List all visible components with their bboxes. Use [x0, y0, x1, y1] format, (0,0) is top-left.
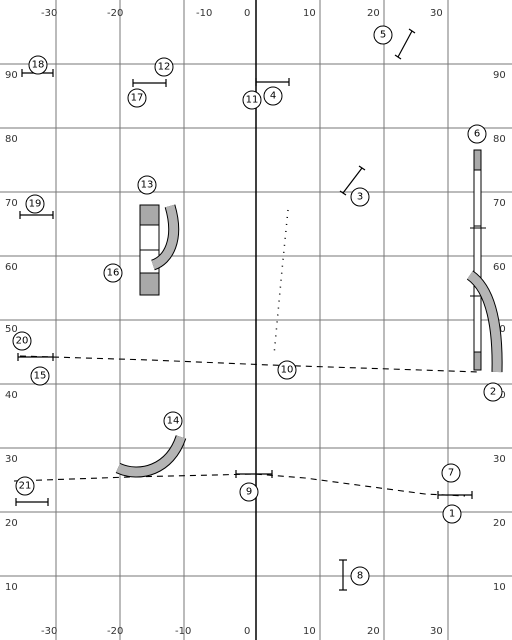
obstacle-number-18: 18: [28, 55, 48, 75]
y-tick-left: 20: [5, 518, 18, 529]
svg-text:8: 8: [357, 571, 363, 582]
y-tick-right: 20: [493, 518, 506, 529]
svg-text:7: 7: [448, 468, 454, 479]
obstacle-number-13: 13: [137, 175, 157, 195]
svg-text:9: 9: [246, 487, 252, 498]
y-axis-left-labels: 90 80 70 60 50 40 30 20 10: [5, 70, 18, 593]
x-tick-bottom: 30: [430, 626, 443, 637]
obstacle-number-11: 11: [242, 90, 262, 110]
x-tick-top: -20: [107, 8, 123, 19]
obstacle-number-6: 6: [467, 124, 487, 144]
obstacle-number-20: 20: [12, 331, 32, 351]
obstacle-number-21: 21: [15, 476, 35, 496]
svg-text:3: 3: [357, 192, 363, 203]
x-tick-top: 10: [303, 8, 316, 19]
y-tick-right: 10: [493, 582, 506, 593]
tunnel-2-fill: [467, 271, 502, 373]
x-tick-top: 30: [430, 8, 443, 19]
obstacle-number-1: 1: [442, 504, 462, 524]
obstacle-number-4: 4: [263, 86, 283, 106]
dog-path-lower: [13, 473, 466, 497]
x-tick-bottom: 20: [367, 626, 380, 637]
svg-text:16: 16: [107, 268, 120, 279]
svg-text:19: 19: [29, 199, 42, 210]
obstacle-number-14: 14: [163, 411, 183, 431]
svg-text:11: 11: [246, 95, 259, 106]
y-tick-left: 40: [5, 390, 18, 401]
obstacle-number-2: 2: [483, 382, 503, 402]
x-tick-bottom: -20: [107, 626, 123, 637]
svg-text:18: 18: [32, 60, 45, 71]
weave-poles: [139, 204, 160, 296]
svg-text:6: 6: [474, 129, 480, 140]
x-axis-bottom-labels: -30 -20 -10 0 10 20 30: [41, 626, 443, 637]
dog-path-dotted: [273, 209, 289, 356]
x-tick-bottom: -30: [41, 626, 57, 637]
obstacle-number-10: 10: [277, 360, 297, 380]
svg-text:2: 2: [490, 387, 496, 398]
svg-text:5: 5: [380, 30, 386, 41]
y-tick-right: 70: [493, 198, 506, 209]
svg-text:14: 14: [167, 416, 180, 427]
svg-text:4: 4: [270, 91, 276, 102]
a-frame: [470, 149, 486, 371]
obstacle-number-9: 9: [239, 482, 259, 502]
x-tick-top: -10: [196, 8, 212, 19]
svg-text:10: 10: [281, 365, 294, 376]
x-tick-top: -30: [41, 8, 57, 19]
y-tick-left: 10: [5, 582, 18, 593]
obstacle-number-17: 17: [127, 88, 147, 108]
tunnel-14-fill: [116, 435, 186, 477]
y-tick-right: 80: [493, 134, 506, 145]
jumps: [15, 28, 473, 591]
y-tick-right: 90: [493, 70, 506, 81]
svg-text:21: 21: [19, 481, 32, 492]
obstacle-number-3: 3: [350, 187, 370, 207]
tunnel-13-fill: [151, 204, 179, 270]
svg-text:20: 20: [16, 336, 29, 347]
x-axis-top-labels: -30 -20 -10 0 10 20 30: [41, 8, 443, 19]
svg-text:1: 1: [449, 509, 455, 520]
obstacle-number-5: 5: [373, 25, 393, 45]
x-tick-top: 0: [244, 8, 250, 19]
obstacle-number-8: 8: [350, 566, 370, 586]
y-tick-left: 60: [5, 262, 18, 273]
y-tick-right: 30: [493, 454, 506, 465]
y-tick-left: 30: [5, 454, 18, 465]
svg-text:15: 15: [34, 371, 47, 382]
obstacle-numbers: 1 2 3 4 5 6 7 8 9 10 11 12 13 14 15 16 1…: [12, 25, 503, 586]
obstacle-number-19: 19: [25, 194, 45, 214]
svg-text:17: 17: [131, 93, 144, 104]
x-tick-bottom: -10: [175, 626, 191, 637]
svg-text:12: 12: [158, 62, 171, 73]
y-tick-left: 50: [5, 324, 18, 335]
obstacle-number-15: 15: [30, 366, 50, 386]
x-tick-bottom: 0: [244, 626, 250, 637]
dog-path-upper: [19, 355, 481, 373]
y-tick-left: 90: [5, 70, 18, 81]
y-tick-right: 60: [493, 262, 506, 273]
x-tick-bottom: 10: [303, 626, 316, 637]
obstacle-number-12: 12: [154, 57, 174, 77]
svg-text:13: 13: [141, 180, 154, 191]
obstacle-number-16: 16: [103, 263, 123, 283]
y-tick-left: 70: [5, 198, 18, 209]
x-tick-top: 20: [367, 8, 380, 19]
y-tick-left: 80: [5, 134, 18, 145]
obstacle-number-7: 7: [441, 463, 461, 483]
